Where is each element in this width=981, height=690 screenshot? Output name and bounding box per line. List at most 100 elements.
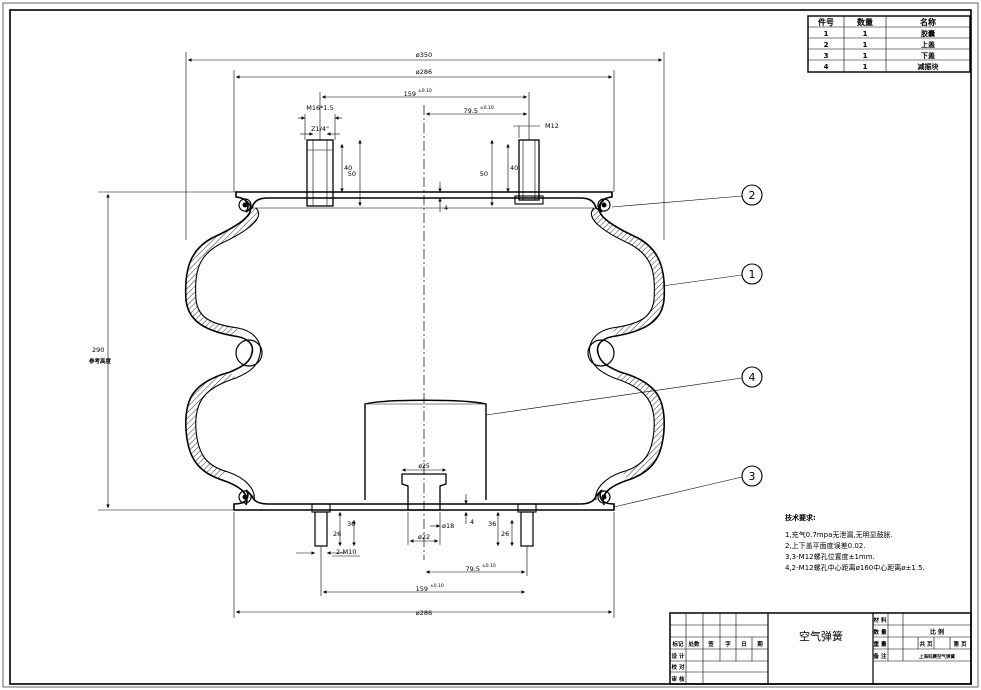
bottom-crimp-right-inner [601,494,607,500]
tech-note-1: 1,充气0.7mpa无泄漏,无明显鼓胀. [785,530,893,539]
dim-79-top-tol: ±0.10 [480,105,494,111]
parts-header-name: 名称 [920,17,936,27]
bellows-outer [184,199,666,506]
tech-notes-title: 技术要求: [785,513,816,522]
parts-table: 件号 数量 名称 1 1 胶囊 2 1 上盖 3 1 下盖 4 1 减振块 [807,15,971,73]
dim-50-left: 50 [348,170,356,178]
parts-row-3-qty: 1 [863,52,868,60]
dim-36-right: 36 [488,520,496,528]
dim-26-left: 26 [333,530,341,538]
title-block: 空气弹簧 标记 处数 签 字 日 期 设 计 校 对 审 核 材 料 数 量 重… [669,612,972,685]
dim-4-top: 4 [444,204,448,212]
dim-286-top: ø286 [416,68,432,76]
dim-40-right: 40 [510,164,518,172]
dim-26-right: 26 [501,530,509,538]
balloon-4-label: 4 [749,371,756,384]
balloon-1 [741,263,763,285]
tb-col-date-2: 期 [757,640,763,648]
girdle-ring-right [587,339,615,367]
tb-company: 上海科赛空气弹簧 [919,653,955,660]
dim-18: ø18 [442,522,454,530]
air-spring-section [184,105,666,560]
dim-159-top-tol: ±0.10 [418,88,432,94]
parts-row-4-qty: 1 [863,63,868,71]
dim-286-bottom: ø286 [416,609,432,617]
parts-row-4-name: 减振块 [918,62,940,71]
balloons: 2 1 4 3 [485,184,763,508]
balloon-2-label: 2 [749,189,756,202]
tb-scale: 比 例 [930,628,944,636]
top-plate [235,191,613,213]
dim-m16: M16*1.5 [306,104,333,112]
technical-requirements: 技术要求: 1,充气0.7mpa无泄漏,无明显鼓胀. 2,上下盖平面度误差0.0… [785,513,925,572]
tb-label-weight: 重 量 [874,640,887,648]
parts-row-4-no: 4 [824,63,829,71]
girdle-ring-left [235,339,263,367]
balloon-2 [741,184,763,206]
tb-col-count: 处数 [687,640,700,648]
tb-col-sign-1: 签 [707,640,714,648]
parts-row-2-name: 上盖 [921,40,935,49]
dim-22: ø22 [418,533,430,541]
dim-350: ø350 [416,51,432,59]
dim-z14: Z1/4" [311,125,329,133]
dimensions: ø350 ø286 159 ±0.10 79.5 ±0.10 M16*1.5 Z… [89,51,665,618]
top-crimp-left [238,198,252,212]
dim-50-right: 50 [480,170,488,178]
tb-col-mark: 标记 [671,640,684,648]
dim-36-left: 36 [347,520,355,528]
inner-border [9,9,972,685]
bellows-hatch-left-lower [185,372,236,480]
parts-row-3-name: 下盖 [921,51,935,60]
dim-79-top: 79.5 [464,107,478,115]
parts-row-1-qty: 1 [863,30,868,38]
balloon-3 [741,465,763,487]
tb-col-date-1: 日 [741,641,747,648]
dim-40-left: 40 [344,164,352,172]
tb-label-quantity: 数 量 [874,628,887,636]
parts-header-no: 件号 [818,17,834,27]
parts-row-1-no: 1 [824,30,829,38]
tb-label-material: 材 料 [874,616,887,624]
dim-79-bottom: 79.5 [466,565,480,573]
bellows-hatch-right [591,200,665,336]
tb-page: 第 页 [954,640,967,648]
parts-header-qty: 数量 [857,17,873,27]
top-crimp-right [597,198,611,212]
bump-stop [364,399,487,511]
top-stud [514,139,544,205]
tech-note-4: 4,2-M12螺孔中心距离ø160中心距离ø±1.5. [785,563,925,572]
tb-row-check: 校 对 [672,663,685,671]
dim-159-top: 159 [404,90,416,98]
top-crimp-right-inner [601,202,607,208]
balloon-4 [741,366,763,388]
tb-col-sign-2: 字 [725,640,731,648]
tb-label-remark: 备 注 [873,652,887,660]
parts-row-3-no: 3 [824,52,829,60]
tech-note-3: 3,3-M12螺孔位置度±1mm. [785,552,875,561]
top-crimp-left-inner [242,202,248,208]
air-fitting [306,139,334,207]
bottom-plate [233,489,615,511]
bottom-crimp-left [238,490,252,504]
parts-row-2-qty: 1 [863,41,868,49]
balloon-3-label: 3 [749,470,756,483]
dim-290-note: 参考高度 [89,357,112,365]
tb-row-review: 审 核 [672,675,685,683]
dim-79-bottom-tol: ±0.10 [482,563,496,569]
bellows-hatch-right-lower [614,372,665,480]
dim-4-bottom: 4 [470,518,474,526]
dim-25: ø25 [418,463,429,470]
bottom-crimp-left-inner [242,494,248,500]
tb-sheet-count: 共 页 [920,640,933,648]
bellows-hatch-left [185,200,259,336]
balloon-1-label: 1 [749,268,756,281]
tech-note-2: 2,上下盖平面度误差0.02. [785,541,866,550]
dim-m12: M12 [545,122,559,130]
dim-290: 290 [92,346,104,354]
dim-159-bottom-tol: ±0.10 [430,583,444,589]
bottom-crimp-right [597,490,611,504]
tb-row-design: 设 计 [672,652,685,660]
parts-row-1-name: 胶囊 [921,29,936,38]
